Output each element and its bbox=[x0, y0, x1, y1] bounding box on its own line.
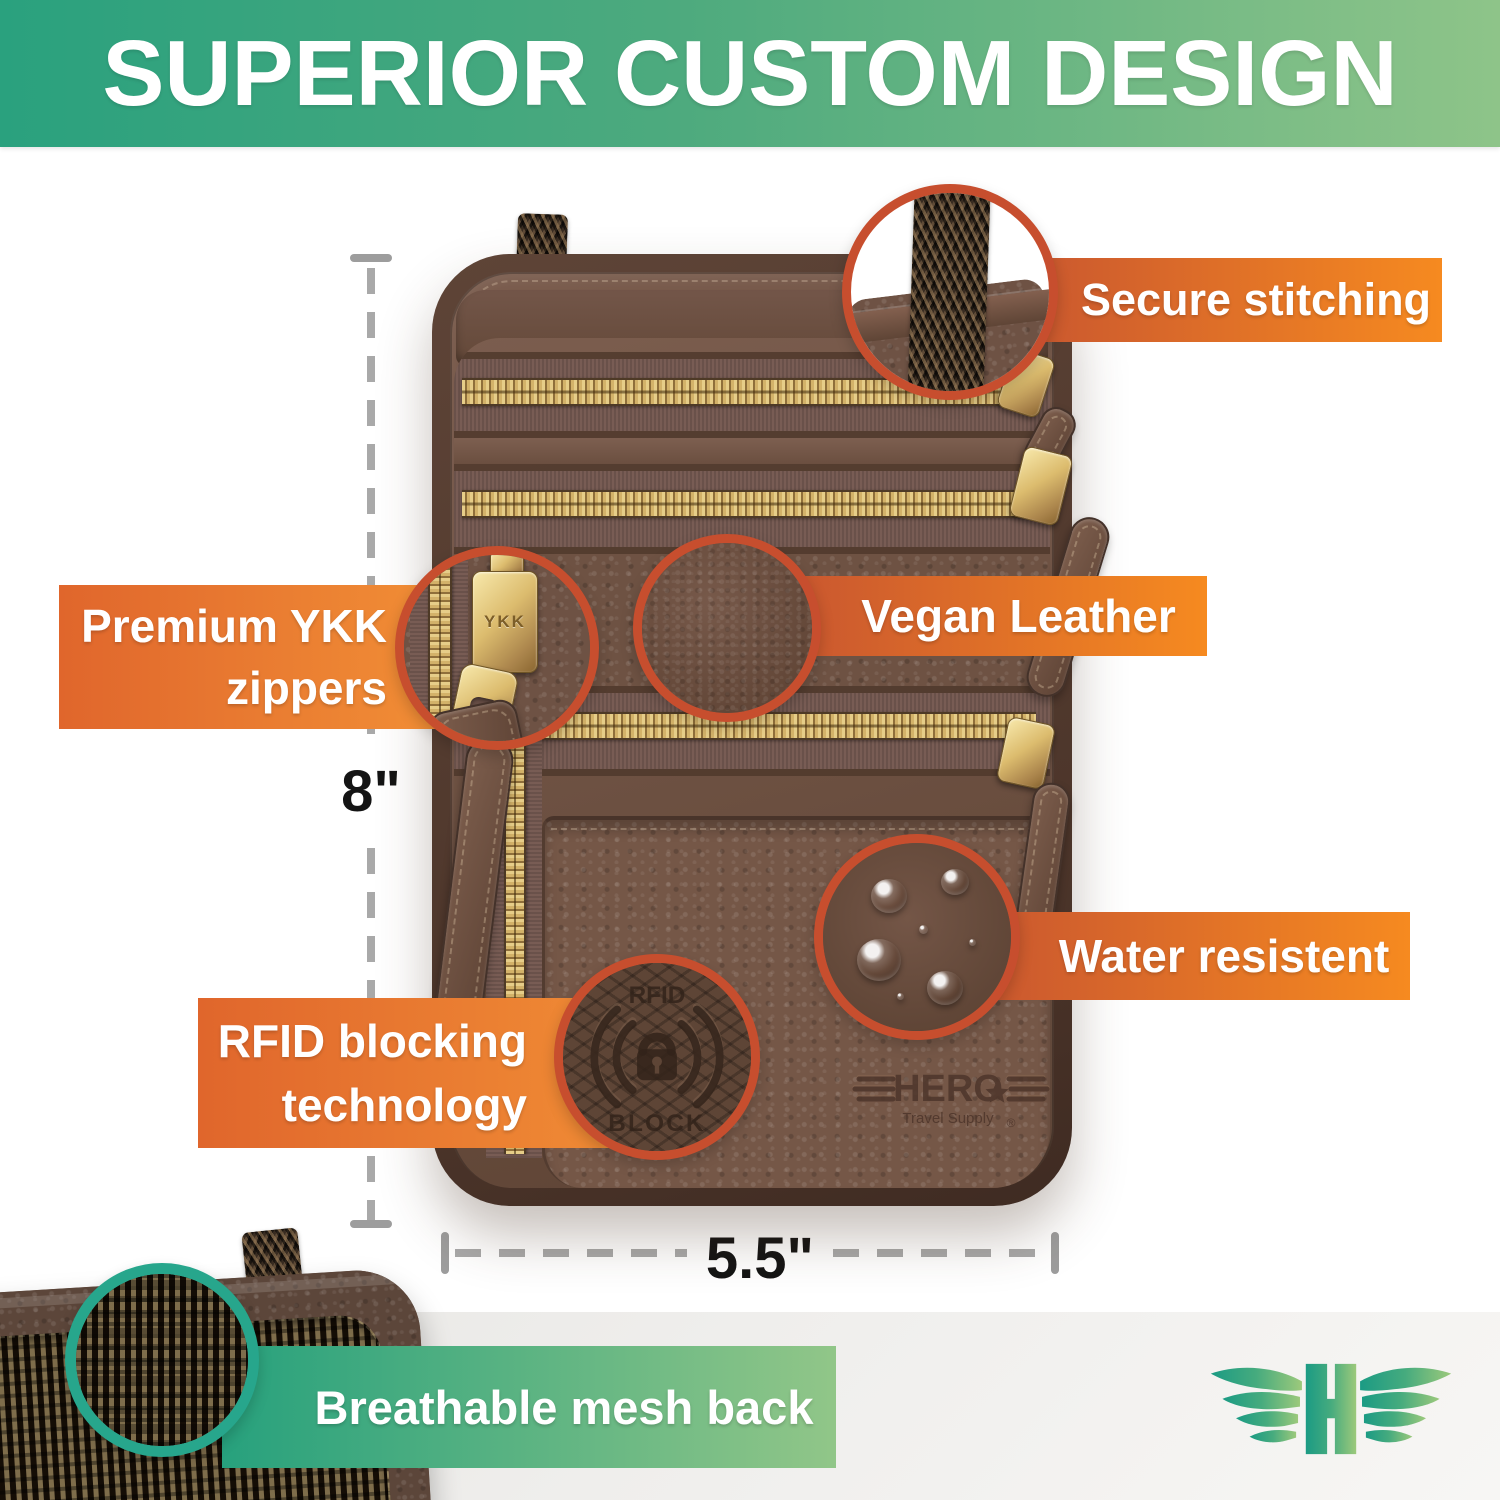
slider-body-zoom: YKK bbox=[472, 571, 538, 673]
label-text-line1: Premium YKK bbox=[81, 600, 387, 652]
label-text-line2: technology bbox=[281, 1079, 527, 1131]
leather-grain-overlay bbox=[642, 543, 812, 713]
leather-ridge bbox=[454, 431, 1050, 438]
label-text: Vegan Leather bbox=[861, 590, 1176, 642]
dimension-width-line-right bbox=[833, 1249, 1051, 1257]
leather-zoom bbox=[823, 843, 1011, 1031]
callout-label-water-resistent: Water resistent bbox=[958, 912, 1410, 1000]
logo-letter-shape bbox=[1305, 1363, 1357, 1455]
magnifier-circle-vegan-leather bbox=[633, 534, 821, 722]
rfid-stamp-icon: RFID BLOCK bbox=[590, 982, 724, 1137]
magnifier-circle-ykk-zipper: YKK bbox=[395, 546, 599, 750]
water-droplet-small bbox=[897, 993, 904, 1000]
water-droplet bbox=[857, 939, 901, 981]
leather-ridge bbox=[454, 352, 1050, 359]
magnifier-circle-mesh bbox=[65, 1263, 259, 1457]
water-droplet-small bbox=[969, 939, 976, 946]
pocket-stitch-line bbox=[551, 828, 1044, 830]
embossed-brand-logo: HERO Travel Supply ® bbox=[852, 1068, 1050, 1130]
dimension-height-cap-bottom bbox=[350, 1220, 392, 1228]
water-droplet bbox=[941, 869, 969, 895]
dimension-height-value: 8" bbox=[341, 759, 401, 824]
water-droplet-small bbox=[919, 925, 928, 934]
winged-h-logo-icon: H bbox=[237, 377, 1452, 1455]
dimension-height-line-upper bbox=[367, 268, 375, 745]
label-text: Breathable mesh back bbox=[314, 1380, 814, 1434]
magnifier-circle-water-drops bbox=[814, 834, 1020, 1040]
mesh-weave-overlay bbox=[76, 1274, 248, 1446]
water-droplet bbox=[927, 971, 963, 1005]
dimension-width-cap-left bbox=[441, 1232, 449, 1274]
rfid-stamp-text-top: RFID bbox=[629, 982, 686, 1009]
label-text-line1: RFID blocking bbox=[217, 1015, 527, 1067]
zipper-row3-teeth bbox=[530, 712, 1036, 740]
rfid-stamp-text-bottom: BLOCK bbox=[608, 1110, 706, 1137]
dimension-width-value: 5.5" bbox=[705, 1226, 815, 1291]
mesh-texture-zoom bbox=[76, 1274, 248, 1446]
header-banner: SUPERIOR CUSTOM DESIGN bbox=[0, 0, 1500, 147]
label-text-line2: zippers bbox=[225, 662, 387, 714]
leather-ridge bbox=[454, 769, 1050, 776]
leather-strip bbox=[454, 438, 1050, 464]
brand-logo: H bbox=[237, 377, 1457, 1462]
slider-brand-engraving: YKK bbox=[484, 612, 526, 631]
embossed-brand-text: HERO bbox=[893, 1068, 1003, 1110]
callout-label-vegan-leather: Vegan Leather bbox=[770, 576, 1207, 656]
water-droplet bbox=[871, 879, 907, 913]
magnifier-circle-secure-stitching bbox=[842, 184, 1058, 400]
leather-ridge bbox=[454, 464, 1050, 471]
page-title: SUPERIOR CUSTOM DESIGN bbox=[102, 21, 1398, 125]
dimension-width-line-left bbox=[455, 1249, 687, 1257]
callout-label-premium-ykk-zippers: Premium YKK zippers bbox=[59, 585, 459, 729]
magnifier-circle-rfid-stamp: RFID BLOCK bbox=[554, 954, 760, 1160]
dimension-height-cap-top bbox=[350, 254, 392, 262]
callout-label-secure-stitching: Secure stitching bbox=[1000, 258, 1442, 342]
callout-label-breathable-mesh: Breathable mesh back bbox=[222, 1346, 836, 1468]
embossed-reg-mark: ® bbox=[1007, 1116, 1016, 1130]
leather-texture-zoom bbox=[642, 543, 812, 713]
zipper-row2-teeth bbox=[462, 490, 1036, 518]
embossed-sub-text: Travel Supply bbox=[902, 1110, 994, 1127]
dimension-width-cap-right bbox=[1051, 1232, 1059, 1274]
stitched-loop-zoom bbox=[907, 193, 991, 391]
label-text: Secure stitching bbox=[1080, 274, 1432, 325]
label-text: Water resistent bbox=[1058, 930, 1390, 982]
zipper-teeth-zoom bbox=[428, 555, 452, 741]
